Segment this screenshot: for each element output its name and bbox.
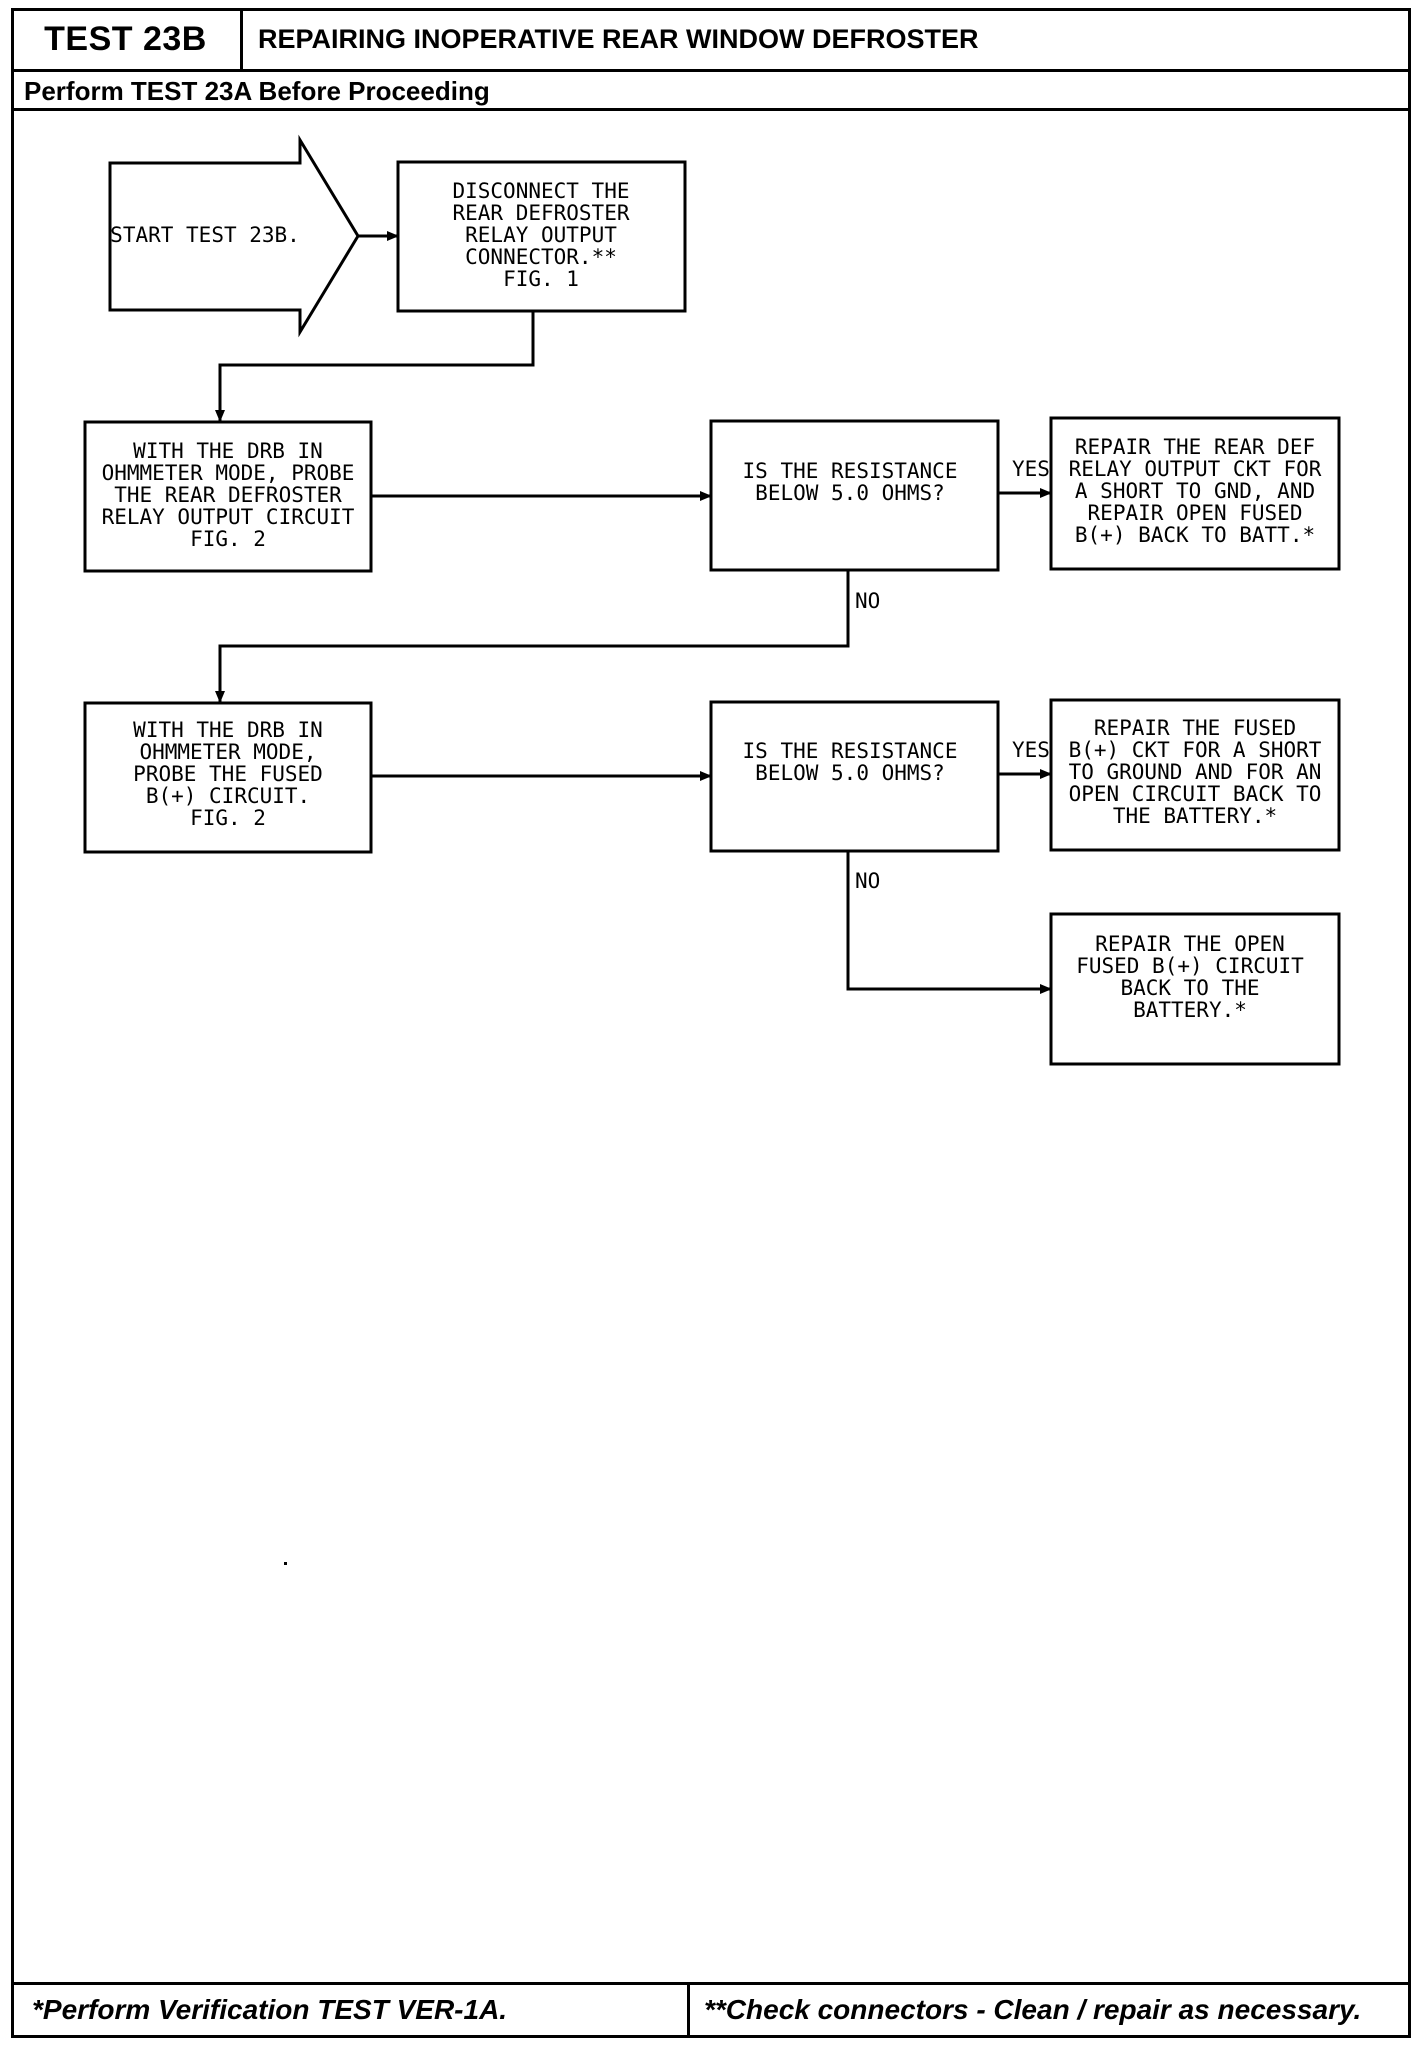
precondition-note: Perform TEST 23A Before Proceeding (24, 75, 490, 106)
box-text-line: RELAY OUTPUT (465, 223, 617, 247)
box-text-line: OHMMETER MODE, (139, 740, 316, 764)
connector-decision-1-no (215, 570, 850, 703)
box-text-line: THE BATTERY.* (1113, 804, 1277, 828)
repair-3-box (1049, 912, 1341, 1066)
box-text-line: FIG. 2 (190, 806, 266, 830)
box-text-line: FIG. 1 (503, 267, 579, 291)
box-text-line: PROBE THE FUSED (133, 762, 323, 786)
box-text-line: FIG. 2 (190, 527, 266, 551)
connector-decision-2-no (846, 851, 1052, 994)
box-text-line: THE REAR DEFROSTER (114, 483, 342, 507)
box-text-line: B(+) BACK TO BATT.* (1075, 523, 1315, 547)
box-text-line: RELAY OUTPUT CIRCUIT (102, 505, 355, 529)
box-text-line: CONNECTOR.** (465, 245, 617, 269)
box-text-line: OPEN CIRCUIT BACK TO (1069, 782, 1322, 806)
box-text-line: IS THE RESISTANCE (743, 739, 958, 763)
disconnect-connector-box (396, 160, 687, 313)
repair-1-box (1049, 416, 1341, 571)
box-text-line: BACK TO THE (1120, 976, 1259, 1000)
yes-label-1: YES (1012, 457, 1050, 481)
no-label-1: NO (855, 589, 880, 613)
box-text-line: BELOW 5.0 OHMS? (755, 481, 945, 505)
header-bottom-divider (11, 108, 1411, 111)
box-text-line: REPAIR THE OPEN (1095, 932, 1285, 956)
footer-column-divider (687, 1982, 690, 2038)
box-text-line: BATTERY.* (1133, 998, 1247, 1022)
box-text-line: B(+) CKT FOR A SHORT (1069, 738, 1322, 762)
box-text-line: REPAIR THE FUSED (1094, 716, 1296, 740)
box-text-line: TO GROUND AND FOR AN (1069, 760, 1322, 784)
start-label: START TEST 23B. (110, 223, 300, 247)
box-text-line: OHMMETER MODE, PROBE (102, 461, 355, 485)
box-text-line: REPAIR THE REAR DEF (1075, 435, 1315, 459)
test-id: TEST 23B (11, 8, 243, 70)
page-frame (11, 8, 1411, 2038)
box-text-line: RELAY OUTPUT CKT FOR (1069, 457, 1322, 481)
footer-verification-note: *Perform Verification TEST VER-1A. (32, 1994, 508, 2025)
box-text-line: DISCONNECT THE (452, 179, 629, 203)
box-text-line: REPAIR OPEN FUSED (1088, 501, 1303, 525)
box-text-line: A SHORT TO GND, AND (1075, 479, 1315, 503)
decision-2-box (709, 700, 1000, 853)
box-text-line: WITH THE DRB IN (133, 439, 323, 463)
test-title: REPAIRING INOPERATIVE REAR WINDOW DEFROS… (258, 23, 979, 54)
decision-1-box (709, 419, 1000, 572)
header-divider (11, 69, 1411, 72)
box-text-line: WITH THE DRB IN (133, 718, 323, 742)
box-text-line: IS THE RESISTANCE (743, 459, 958, 483)
repair-2-box (1049, 698, 1341, 852)
no-label-2: NO (855, 869, 880, 893)
connector-disconnect-to-probe-relay (215, 311, 535, 422)
box-text-line: REAR DEFROSTER (452, 201, 629, 225)
start-shape (108, 134, 360, 338)
yes-label-2: YES (1012, 738, 1050, 762)
footer-connectors-note: **Check connectors - Clean / repair as n… (704, 1994, 1362, 2025)
stray-mark (284, 1562, 287, 1565)
box-text-line: BELOW 5.0 OHMS? (755, 761, 945, 785)
box-text-line: FUSED B(+) CIRCUIT (1076, 954, 1304, 978)
box-text-line: B(+) CIRCUIT. (146, 784, 310, 808)
footer-divider (11, 1982, 1411, 1985)
